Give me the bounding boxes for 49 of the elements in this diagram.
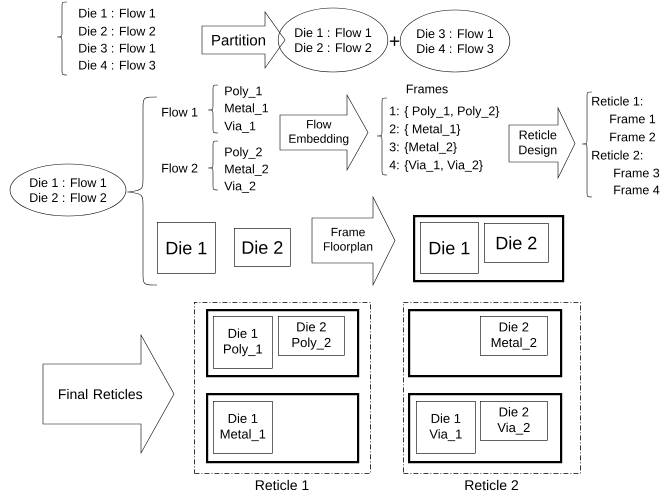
die-box: Die 1 Via_1 (416, 401, 476, 454)
layer-name: Poly_1 (225, 86, 262, 98)
reticle-label: Reticle 2 (465, 480, 518, 490)
frame-item: 4: {Via_1, Via_2} (390, 160, 483, 172)
die-box: Die 2 Poly_2 (278, 316, 345, 356)
die-box: Die 2 (484, 223, 549, 263)
layer-name: Metal_1 (225, 103, 268, 115)
die-box: Die 2 Metal_2 (480, 316, 548, 356)
layer-name: Via_1 (224, 121, 256, 133)
layer-name: Poly_2 (225, 147, 262, 159)
plus-sign: + (390, 36, 400, 46)
die-box: Die 1 (420, 222, 479, 274)
die-box: Die 1 Metal_1 (213, 401, 273, 454)
frame-item: Frame 3 (614, 168, 660, 178)
process-step: Flow Embedding (280, 94, 368, 172)
flow-label: Flow 2 (162, 163, 198, 173)
process-step: Frame Floorplan (312, 196, 396, 286)
process-step: Final Reticles (42, 334, 174, 454)
heading: Frames (406, 84, 448, 94)
die-box: Die 1 (157, 222, 216, 274)
ellipse-node: Die 3 : Flow 1 Die 4 : Flow 3 (400, 10, 510, 72)
frame-item: 2: { Metal_1} (390, 124, 460, 136)
layer-name: Metal_2 (225, 164, 268, 176)
die-box: Die 2 Via_2 (480, 401, 548, 441)
frame-box (206, 309, 360, 378)
frame-item: 3: {Metal_2} (390, 142, 457, 154)
frame-item: Frame 4 (614, 186, 660, 194)
frame-item: 1: { Poly_1, Poly_2} (390, 106, 500, 118)
die-box: Die 2 (234, 228, 291, 267)
frame-box (408, 309, 562, 378)
list-item: Die 3 : Flow 1 (79, 43, 156, 53)
frame-item: Frame 2 (610, 132, 656, 142)
reticle-label: Reticle 1 (256, 480, 309, 490)
layer-name: Via_2 (224, 181, 256, 193)
frame-box (206, 393, 360, 464)
process-step: Partition (202, 11, 286, 69)
reticle-item: Reticle 1: (592, 96, 642, 106)
frame-box (408, 393, 562, 464)
list-item: Die 1 : Flow 1 (79, 8, 156, 18)
flow-label: Flow 1 (162, 107, 198, 117)
ellipse-node: Die 1 : Flow 1 Die 2 : Flow 2 (278, 8, 388, 72)
process-step: Reticle Design (508, 106, 576, 180)
reticle-item: Reticle 2: (592, 150, 642, 160)
die-box: Die 1 Poly_1 (213, 316, 273, 369)
list-item: Die 2 : Flow 2 (79, 26, 156, 36)
list-item: Die 4 : Flow 3 (79, 60, 156, 70)
frame-item: Frame 1 (610, 114, 656, 124)
ellipse-node: Die 1 : Flow 1 Die 2 : Flow 2 (10, 164, 126, 216)
frame-box (413, 215, 564, 282)
